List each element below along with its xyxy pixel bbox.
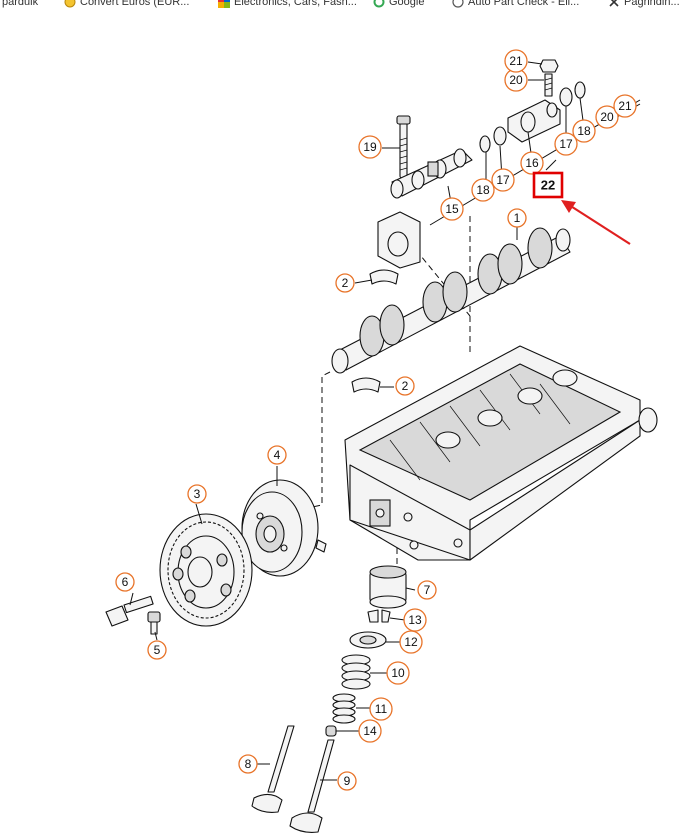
bolt-5 <box>147 611 161 635</box>
callout-13[interactable]: 13 <box>403 608 427 632</box>
bookmark-item[interactable]: Auto Part Check - Eli... <box>452 0 579 9</box>
sprocket-hub-4 <box>241 479 327 577</box>
bolt-6 <box>105 595 154 627</box>
svg-text:21: 21 <box>618 99 632 113</box>
ring-17 <box>493 126 507 146</box>
bookmark-item[interactable]: Electronics, Cars, Fash... <box>218 0 357 9</box>
svg-text:20: 20 <box>600 110 614 124</box>
svg-text:4: 4 <box>274 448 281 462</box>
valve-cotter-13 <box>367 609 391 623</box>
svg-text:6: 6 <box>122 575 129 589</box>
callout-17[interactable]: 17 <box>554 132 578 156</box>
callout-8[interactable]: 8 <box>238 754 258 774</box>
svg-text:8: 8 <box>245 757 252 771</box>
bookmark-label: Electronics, Cars, Fash... <box>234 0 357 8</box>
callout-6[interactable]: 6 <box>115 572 135 592</box>
svg-text:22: 22 <box>541 178 555 193</box>
bolt-19 <box>396 115 411 179</box>
annotation-arrow <box>561 200 631 245</box>
bookmark-label: Auto Part Check - Eli... <box>468 0 580 8</box>
currency-icon <box>64 0 76 8</box>
valve-9 <box>289 739 335 833</box>
valve-stem-seal-14 <box>325 725 337 737</box>
svg-text:15: 15 <box>445 202 459 216</box>
rocker-shaft-15 <box>390 148 473 199</box>
callout-1[interactable]: 1 <box>507 208 527 228</box>
cylinder-head <box>344 345 658 561</box>
globe-icon <box>452 0 464 8</box>
svg-text:7: 7 <box>424 583 431 597</box>
callout-2[interactable]: 2 <box>335 273 355 293</box>
svg-text:19: 19 <box>363 140 377 154</box>
svg-text:2: 2 <box>402 379 409 393</box>
bearing-cap <box>377 211 421 269</box>
callout-9[interactable]: 9 <box>337 771 357 791</box>
svg-text:20: 20 <box>509 73 523 87</box>
bearing-shell-2 <box>351 377 381 393</box>
svg-text:1: 1 <box>514 211 521 225</box>
svg-text:18: 18 <box>577 124 591 138</box>
shop-icon <box>218 0 230 8</box>
bookmark-label: parduik <box>2 0 39 8</box>
stud-20 <box>544 73 553 97</box>
callout-20[interactable]: 20 <box>595 105 619 129</box>
callout-22-highlight[interactable]: 22 <box>532 171 564 199</box>
callout-7[interactable]: 7 <box>417 580 437 600</box>
bookmarks-bar: parduik Convert Euros (EUR... Electronic… <box>0 0 682 12</box>
svg-text:21: 21 <box>509 54 523 68</box>
ring-18 <box>574 81 586 99</box>
spring-retainer-12 <box>349 631 387 649</box>
callout-18[interactable]: 18 <box>572 119 596 143</box>
svg-text:18: 18 <box>476 183 490 197</box>
callout-4[interactable]: 4 <box>267 445 287 465</box>
callout-11[interactable]: 11 <box>369 697 393 721</box>
callout-17[interactable]: 17 <box>491 168 515 192</box>
bearing-shell-2 <box>369 269 399 285</box>
callout-21[interactable]: 21 <box>504 49 528 73</box>
svg-text:17: 17 <box>496 173 510 187</box>
svg-text:5: 5 <box>154 643 161 657</box>
ring-17 <box>559 87 573 107</box>
bookmark-item[interactable]: Convert Euros (EUR... <box>64 0 189 9</box>
callout-21[interactable]: 21 <box>613 94 637 118</box>
nut-21 <box>539 59 559 73</box>
support-16 <box>507 99 561 143</box>
valve-8 <box>251 725 295 813</box>
svg-text:2: 2 <box>342 276 349 290</box>
svg-text:10: 10 <box>391 666 405 680</box>
callout-3[interactable]: 3 <box>187 484 207 504</box>
callout-19[interactable]: 19 <box>358 135 382 159</box>
callout-10[interactable]: 10 <box>386 661 410 685</box>
callout-18[interactable]: 18 <box>471 178 495 202</box>
svg-text:13: 13 <box>408 613 422 627</box>
svg-text:11: 11 <box>375 702 388 716</box>
callout-16[interactable]: 16 <box>520 151 544 175</box>
valve-spring-11 <box>332 693 356 724</box>
bookmark-item[interactable]: Pagrindin... <box>608 0 680 9</box>
svg-text:16: 16 <box>525 156 539 170</box>
tappet-7 <box>369 565 407 609</box>
callout-12[interactable]: 12 <box>399 630 423 654</box>
callout-14[interactable]: 14 <box>358 719 382 743</box>
svg-text:14: 14 <box>363 724 377 738</box>
ring-18 <box>479 135 491 153</box>
bookmark-label: Pagrindin... <box>624 0 680 8</box>
bookmark-label: Convert Euros (EUR... <box>80 0 190 8</box>
svg-text:12: 12 <box>404 635 418 649</box>
svg-text:9: 9 <box>344 774 351 788</box>
bookmark-item[interactable]: Google <box>373 0 424 9</box>
valve-spring-10 <box>341 654 371 690</box>
google-icon <box>373 0 385 8</box>
callout-2[interactable]: 2 <box>395 376 415 396</box>
x-icon <box>608 0 620 8</box>
camshaft-1 <box>331 227 571 374</box>
callout-5[interactable]: 5 <box>147 640 167 660</box>
callout-15[interactable]: 15 <box>440 197 464 221</box>
svg-text:17: 17 <box>559 137 573 151</box>
bookmark-label: Google <box>389 0 425 8</box>
bookmark-item[interactable]: parduik <box>2 0 38 9</box>
svg-text:3: 3 <box>194 487 201 501</box>
sprocket-3 <box>159 513 253 627</box>
